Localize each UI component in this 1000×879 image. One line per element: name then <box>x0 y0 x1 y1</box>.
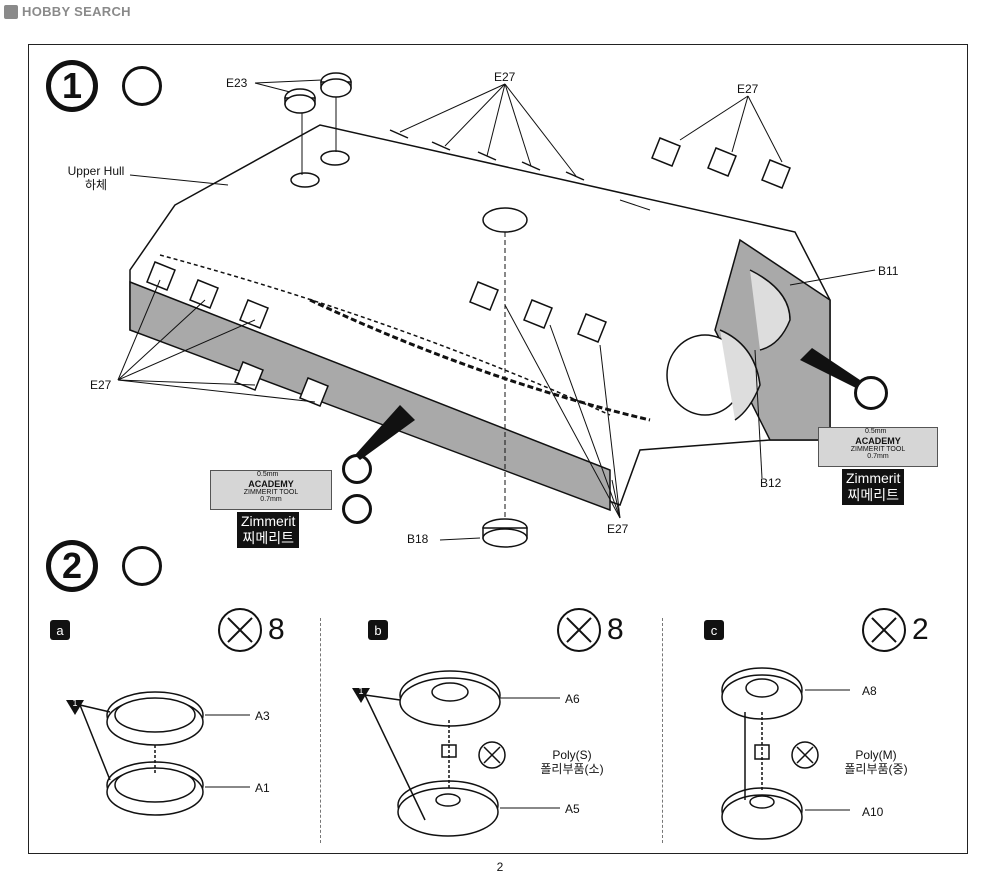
plate-tool: ZIMMERIT TOOL <box>243 489 299 496</box>
ref-triangle-icon <box>352 688 370 703</box>
label-a1: A1 <box>255 781 270 795</box>
plate-thickness-b: 0.5mm <box>257 471 279 478</box>
e27-hooks <box>146 129 791 407</box>
b18-cap <box>482 518 528 548</box>
poly-s-en: Poly(S) <box>552 748 592 762</box>
zimmerit-label-right: Zimmerit 찌메리트 <box>842 469 905 505</box>
leader-lines <box>117 79 876 541</box>
step-1-number: 1 <box>46 60 98 112</box>
zimmerit-tool-plate-right: ACADEMY ZIMMERIT TOOL 0.7mm 0.5mm <box>818 427 938 467</box>
upper-hull-ko: 하체 <box>84 178 108 192</box>
label-a10: A10 <box>862 805 884 819</box>
quantity-b: 8 <box>557 608 624 652</box>
view-angle-icon <box>854 376 888 410</box>
label-b11: B11 <box>878 264 899 278</box>
hobby-search-logo-icon <box>4 4 18 19</box>
quantity-c-value: 2 <box>912 613 929 646</box>
label-e27-top-a: E27 <box>494 70 516 84</box>
ref-triangle-number: 1 <box>358 686 364 696</box>
label-a6: A6 <box>565 692 580 706</box>
quantity-c: 2 <box>862 608 929 652</box>
e23-caps <box>284 72 352 114</box>
label-e27-top-b: E27 <box>737 82 759 96</box>
glue-icon <box>122 546 162 586</box>
quantity-x-icon <box>862 608 906 652</box>
poly-m-en: Poly(M) <box>855 748 897 762</box>
label-poly-s: Poly(S) 폴리부품(소) <box>522 748 622 776</box>
label-upper-hull: Upper Hull 하체 <box>58 164 134 192</box>
glue-icon <box>122 66 162 106</box>
label-b12: B12 <box>760 476 782 490</box>
label-a8: A8 <box>862 684 877 698</box>
sub-step-c-badge: c <box>704 620 724 640</box>
watermark: HOBBY SEARCH <box>4 4 131 19</box>
view-angle-icon <box>342 494 372 524</box>
plate-brand: ACADEMY <box>855 436 901 446</box>
label-e27-left: E27 <box>90 378 112 392</box>
label-b18: B18 <box>407 532 429 546</box>
plate-brand: ACADEMY <box>248 479 294 489</box>
divider <box>320 618 321 843</box>
poly-s-ko: 폴리부품(소) <box>540 762 604 776</box>
step-2-number: 2 <box>46 540 98 592</box>
zimmerit-arrows <box>355 348 860 460</box>
quantity-a: 8 <box>218 608 285 652</box>
label-poly-m: Poly(M) 폴리부품(중) <box>826 748 926 776</box>
zimmerit-ko: 찌메리트 <box>242 530 294 546</box>
quantity-a-value: 8 <box>268 613 285 646</box>
plate-thickness-a: 0.7mm <box>260 496 282 503</box>
page-number: 2 <box>496 860 504 874</box>
quantity-x-icon <box>557 608 601 652</box>
plate-tool: ZIMMERIT TOOL <box>850 446 906 453</box>
zimmerit-en: Zimmerit <box>846 470 901 486</box>
sub-step-a-badge: a <box>50 620 70 640</box>
ref-triangle-icon <box>66 700 84 715</box>
upper-hull-drawing <box>129 124 831 512</box>
label-e27-bottom: E27 <box>607 522 629 536</box>
label-e23: E23 <box>226 76 248 90</box>
label-a5: A5 <box>565 802 580 816</box>
view-angle-icon <box>342 454 372 484</box>
plate-thickness-b: 0.5mm <box>865 428 887 435</box>
sub-step-b-badge: b <box>368 620 388 640</box>
upper-hull-en: Upper Hull <box>67 164 125 178</box>
instruction-frame <box>28 44 968 854</box>
zimmerit-en: Zimmerit <box>241 513 296 529</box>
poly-m-ko: 폴리부품(중) <box>844 762 908 776</box>
divider <box>662 618 663 843</box>
quantity-x-icon <box>218 608 262 652</box>
label-a3: A3 <box>255 709 270 723</box>
wheel-b-drawing <box>364 670 560 837</box>
watermark-text: HOBBY SEARCH <box>22 4 131 19</box>
plate-thickness-a: 0.7mm <box>867 453 889 460</box>
quantity-b-value: 8 <box>607 613 624 646</box>
wheel-a-drawing <box>79 691 250 816</box>
ref-triangle-number: 1 <box>72 698 78 708</box>
zimmerit-label-left: Zimmerit 찌메리트 <box>237 512 300 548</box>
wheel-c-drawing <box>721 667 850 840</box>
zimmerit-tool-plate-left: ACADEMY ZIMMERIT TOOL 0.7mm 0.5mm <box>210 470 332 510</box>
zimmerit-ko: 찌메리트 <box>847 487 899 503</box>
